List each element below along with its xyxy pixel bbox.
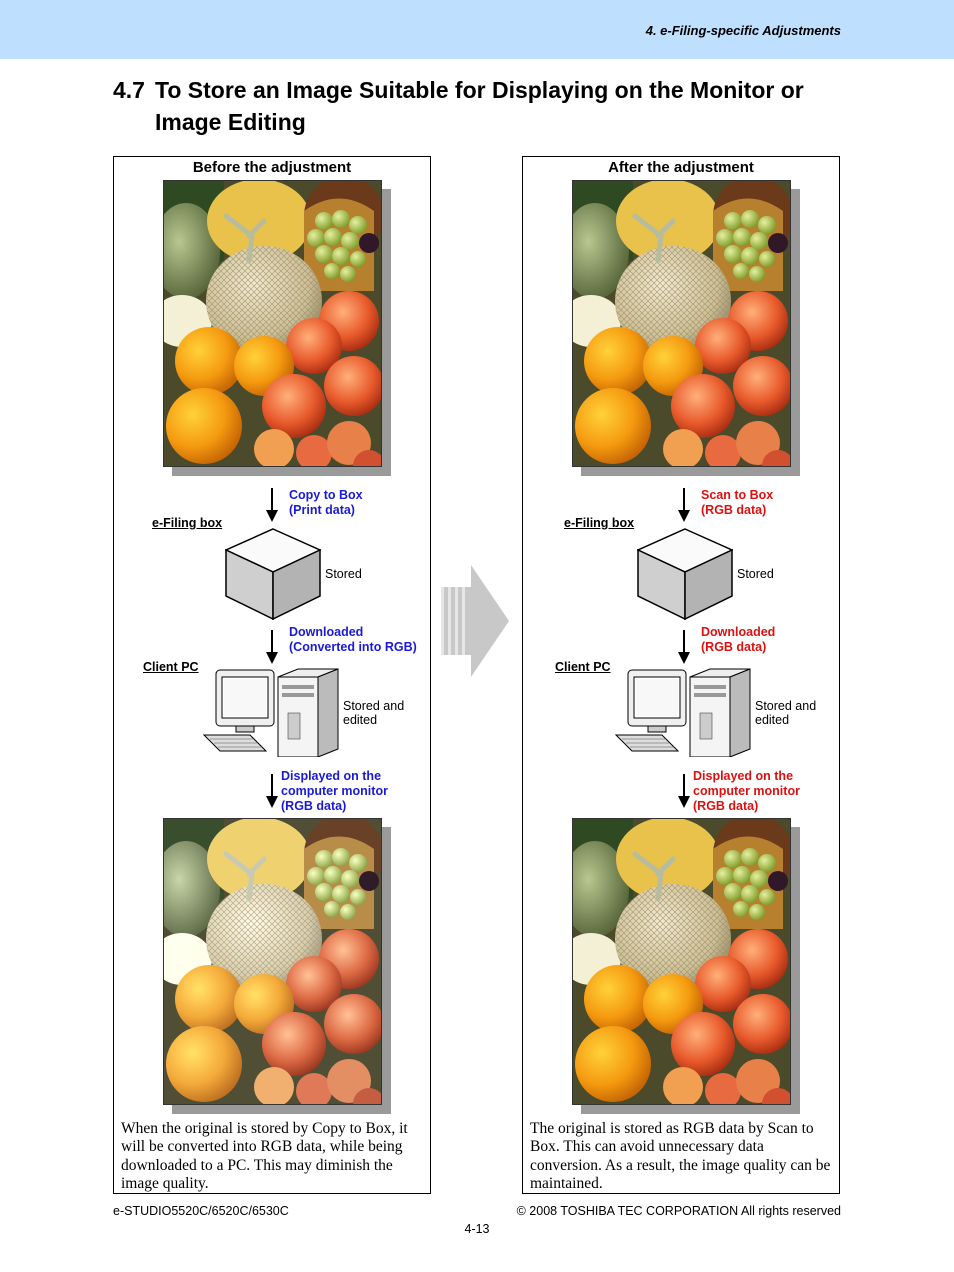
client-pc-icon bbox=[614, 668, 751, 757]
panel-description: When the original is stored by Copy to B… bbox=[121, 1120, 408, 1192]
efiling-box-cube-icon bbox=[225, 528, 321, 620]
arrow-down-icon bbox=[678, 774, 690, 808]
stored-label: Stored bbox=[325, 567, 362, 581]
displayed-photo bbox=[163, 818, 382, 1105]
chapter-header: 4. e-Filing-specific Adjustments bbox=[645, 23, 841, 38]
original-photo bbox=[163, 180, 382, 467]
after-adjustment-panel: After the adjustment Scan to Box(RGB dat… bbox=[522, 156, 840, 1194]
arrow-down-icon bbox=[266, 774, 278, 808]
arrow-down-icon bbox=[266, 630, 278, 664]
efiling-box-cube-icon bbox=[637, 528, 733, 620]
efiling-box-label: e-Filing box bbox=[564, 516, 635, 530]
stored-label: Stored bbox=[737, 567, 774, 581]
step-downloaded: Downloaded(RGB data) bbox=[701, 625, 776, 654]
section-heading: To Store an Image Suitable for Displayin… bbox=[155, 77, 804, 135]
client-pc-label: Client PC bbox=[555, 660, 611, 674]
client-pc-icon bbox=[202, 668, 339, 757]
client-pc-label: Client PC bbox=[143, 660, 199, 674]
arrow-down-icon bbox=[678, 488, 690, 522]
page-number: 4-13 bbox=[464, 1222, 490, 1236]
footer-model: e-STUDIO5520C/6520C/6530C bbox=[113, 1204, 289, 1218]
step-scan-to-box: Scan to Box(RGB data) bbox=[701, 488, 774, 517]
panel-title: Before the adjustment bbox=[192, 159, 352, 176]
arrow-down-icon bbox=[266, 488, 278, 522]
original-photo bbox=[572, 180, 791, 467]
panel-title: After the adjustment bbox=[608, 159, 754, 176]
section-title: 4.7 To Store an Image Suitable for Displ… bbox=[113, 74, 853, 138]
efiling-box-label: e-Filing box bbox=[152, 516, 223, 530]
panel-description: The original is stored as RGB data by Sc… bbox=[530, 1120, 831, 1192]
arrow-down-icon bbox=[678, 630, 690, 664]
transition-arrow-icon bbox=[441, 565, 509, 677]
footer-copyright: © 2008 TOSHIBA TEC CORPORATION All right… bbox=[516, 1204, 841, 1218]
before-adjustment-panel: Before the adjustment Copy to Box(Print … bbox=[113, 156, 431, 1194]
section-number: 4.7 bbox=[113, 77, 145, 103]
header-band bbox=[0, 0, 954, 59]
step-downloaded: Downloaded(Converted into RGB) bbox=[289, 625, 417, 654]
displayed-photo bbox=[572, 818, 791, 1105]
step-copy-to-box: Copy to Box(Print data) bbox=[289, 488, 363, 517]
